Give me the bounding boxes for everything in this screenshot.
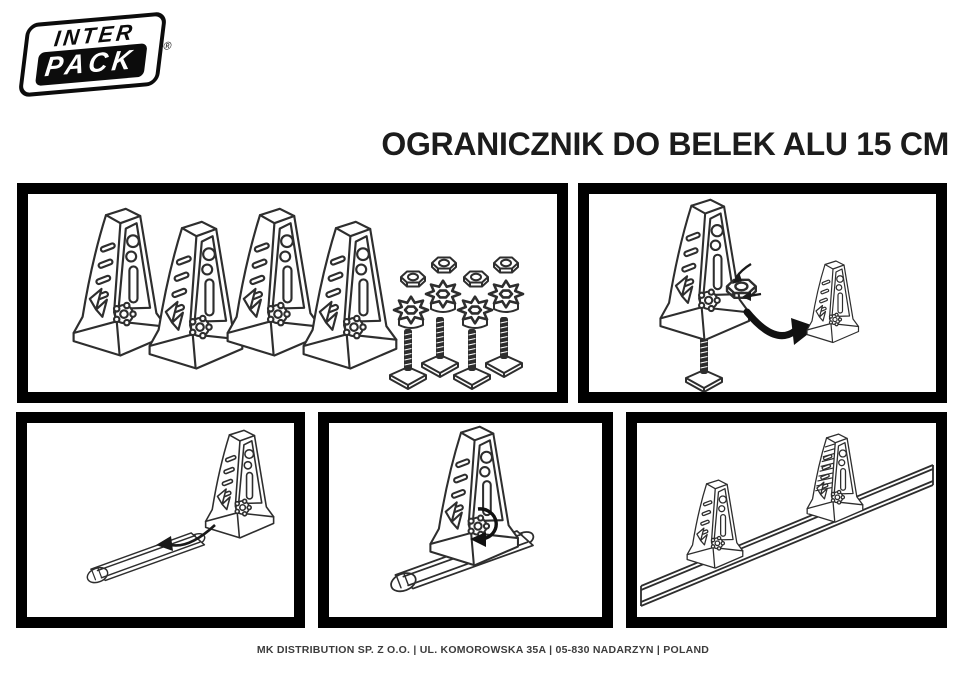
stopper-illustration (302, 220, 398, 370)
beam-illustration (84, 530, 208, 587)
registered-trademark: ® (162, 39, 173, 53)
star-knob-icon (456, 295, 494, 330)
stopper-illustration (72, 207, 168, 357)
stopper-parts-diagram (72, 207, 525, 390)
stopper-illustration (659, 198, 751, 341)
rail-illustration (640, 464, 934, 607)
page-title: OGRANICZNIK DO BELEK ALU 15 CM (381, 126, 949, 162)
stopper-illustration (686, 479, 744, 569)
hex-nut-icon (431, 256, 457, 274)
hex-nut-icon (400, 270, 426, 288)
bolt-icon (685, 331, 723, 392)
hex-nut-icon (463, 270, 489, 288)
star-knob-icon (487, 279, 525, 314)
panel-parts-overview (17, 183, 568, 403)
star-knob-icon (392, 295, 430, 330)
panel-nut-and-bolt-assembly (578, 183, 947, 403)
assembled-stopper-illustration (806, 260, 860, 344)
bolt-icon (453, 328, 491, 390)
panel-tighten-on-beam (318, 412, 613, 628)
stopper-tighten-diagram (387, 425, 537, 596)
stopper-assembly-diagram (659, 198, 860, 392)
star-knob-icon (424, 279, 462, 314)
slide-arrow-icon (156, 524, 216, 551)
rotate-arrow-icon (470, 507, 498, 547)
stoppers-installed-diagram (640, 433, 934, 607)
footer-address: MK DISTRIBUTION SP. Z O.O. | UL. KOMOROW… (256, 644, 710, 656)
interpack-logo: INTER PACK ® (17, 11, 172, 98)
bolt-icon (485, 316, 523, 378)
stopper-illustration (429, 425, 519, 567)
insert-arrow-icon (732, 262, 762, 301)
stopper-hatch-marks (815, 443, 836, 492)
assembly-arrow-icon (743, 308, 817, 345)
interpack-logo-plaque: INTER PACK ® (17, 11, 172, 98)
stopper-illustration (204, 429, 275, 539)
bolt-icon (421, 316, 459, 378)
hex-nut-icon (493, 256, 519, 274)
stopper-to-beam-diagram (84, 429, 275, 587)
stopper-illustration (148, 220, 244, 370)
panel-installed-pair (626, 412, 947, 628)
stopper-illustration (806, 433, 864, 523)
stopper-illustration (226, 207, 322, 357)
panel-slide-onto-beam (16, 412, 305, 628)
